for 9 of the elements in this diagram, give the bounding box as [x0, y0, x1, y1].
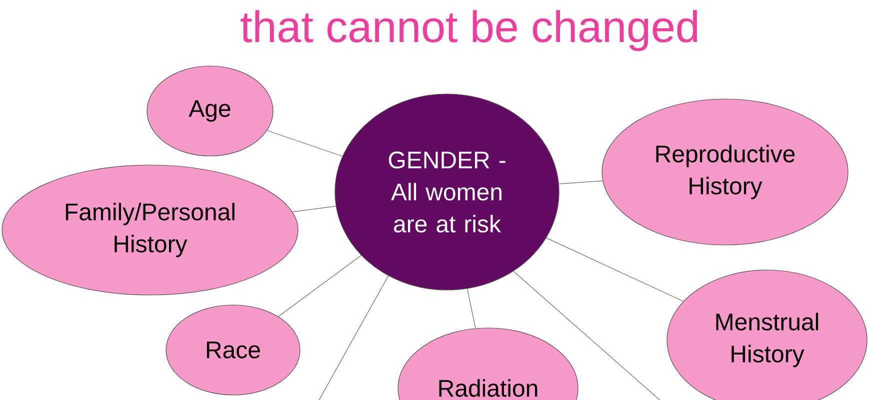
connector-line: [466, 288, 476, 329]
connector-line: [546, 238, 684, 302]
connector-line: [278, 255, 362, 317]
connector-line: [513, 270, 662, 400]
connector-line: [318, 276, 389, 400]
connector-line: [558, 180, 603, 184]
title: that cannot be changed: [240, 10, 698, 52]
connector-line: [266, 130, 343, 157]
connector-line: [292, 206, 336, 212]
